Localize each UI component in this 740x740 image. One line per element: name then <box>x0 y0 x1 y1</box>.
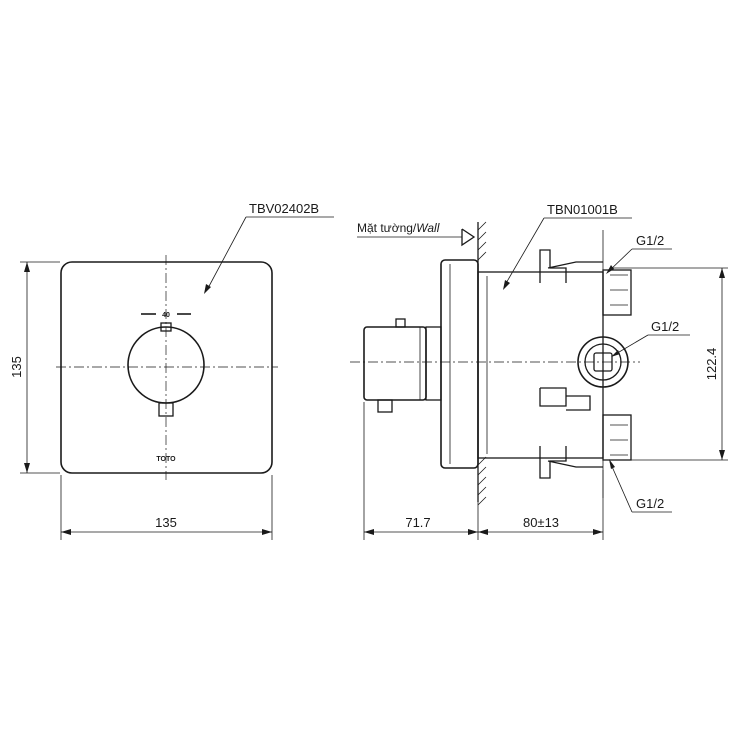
width-dim-arrow-left <box>61 529 71 535</box>
side-knob-body <box>363 326 427 401</box>
port-middle-leader <box>613 334 649 356</box>
front-view: 40 TOTO TBV02402B 135 135 <box>9 201 334 540</box>
body-label-leader-arrow <box>503 280 510 290</box>
side-height-dim: 122.4 <box>704 348 719 381</box>
height-dim-arrow-top <box>24 262 30 272</box>
front-width-dim: 135 <box>155 515 177 530</box>
port-top-arrow <box>606 265 614 274</box>
side-height-arrow-bottom <box>719 450 725 460</box>
dial-mark-text: 40 <box>162 312 170 319</box>
wall-label: Mặt tường/Wall <box>357 221 440 235</box>
side-faceplate <box>440 259 479 469</box>
front-part-leader <box>206 216 247 291</box>
side-knob-bottom-stub <box>377 399 393 413</box>
port-middle-arrow <box>611 350 620 357</box>
depth-arrow-3 <box>478 529 488 535</box>
side-view: Mặt tường/Wall TBN01001B G1/2 G1/2 G1/2 … <box>350 202 728 540</box>
side-height-arrow-top <box>719 268 725 278</box>
valve-body <box>477 230 632 498</box>
depth-back-dim: 80±13 <box>523 515 559 530</box>
wall-hatching <box>477 221 487 506</box>
front-height-dim: 135 <box>9 356 24 378</box>
front-part-leader-arrow <box>204 284 211 294</box>
body-label: TBN01001B <box>547 202 618 217</box>
brand-mark: TOTO <box>156 456 176 463</box>
port-bottom-leader <box>609 461 633 513</box>
depth-arrow-1 <box>364 529 374 535</box>
port-top-label: G1/2 <box>636 233 664 248</box>
port-bottom-label: G1/2 <box>636 496 664 511</box>
front-part-label: TBV02402B <box>249 201 319 216</box>
faceplate-outline <box>60 261 273 474</box>
wall-label-vi: Mặt tường/ <box>357 221 417 235</box>
dial-top-stub <box>160 322 172 332</box>
height-dim-arrow-bottom <box>24 463 30 473</box>
side-knob-top-stub <box>395 318 406 328</box>
width-dim-arrow-right <box>262 529 272 535</box>
depth-arrow-4 <box>593 529 603 535</box>
body-label-leader <box>504 217 545 286</box>
dial-bottom-stub <box>158 402 174 417</box>
depth-arrow-2 <box>468 529 478 535</box>
wall-label-arrow <box>461 228 476 247</box>
depth-front-dim: 71.7 <box>405 515 430 530</box>
port-bottom-arrow <box>609 459 615 469</box>
port-middle-label: G1/2 <box>651 319 679 334</box>
wall-label-en: Wall <box>416 221 439 235</box>
side-knob-collar <box>425 326 442 401</box>
